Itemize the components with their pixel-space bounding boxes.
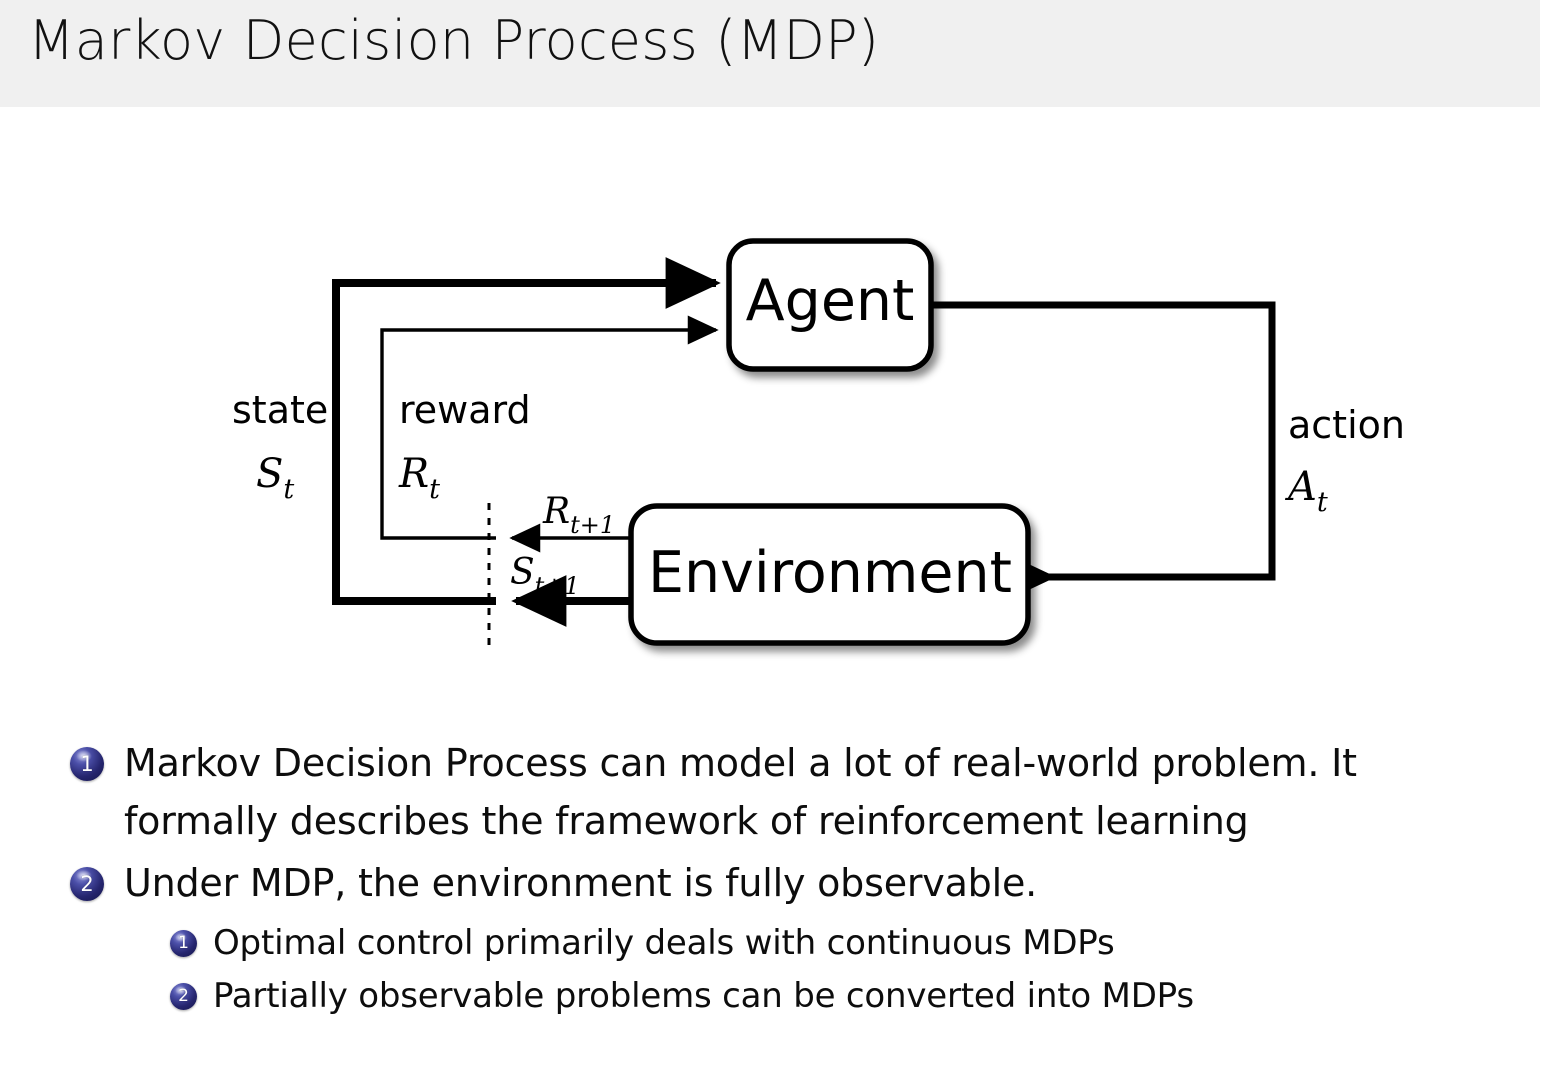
reward-feedback-path — [380, 315, 719, 540]
sub-list-item: 1 Optimal control primarily deals with c… — [0, 918, 1546, 969]
action-label-symbol: At — [1284, 464, 1328, 518]
bullet-marker-number: 1 — [80, 752, 94, 776]
reward-next-base: R — [542, 491, 570, 532]
sub-bullet-marker-number: 2 — [178, 986, 189, 1007]
state-next-subscript: t+1 — [535, 572, 580, 600]
reward-next-subscript: t+1 — [570, 511, 615, 539]
bullet-text-2: Under MDP, the environment is fully obse… — [124, 860, 1038, 905]
state-label-word: state — [232, 388, 328, 432]
bullet-marker-2: 2 — [70, 866, 104, 901]
sub-bullet-text-1: Optimal control primarily deals with con… — [213, 923, 1115, 964]
sub-bullet-marker-2: 2 — [170, 983, 197, 1011]
bullet-list: 1 Markov Decision Process can model a lo… — [0, 735, 1546, 1024]
reward-label-symbol: Rt — [398, 451, 440, 505]
list-item: 2 Under MDP, the environment is fully ob… — [0, 855, 1546, 913]
action-symbol-subscript: t — [1317, 487, 1328, 518]
environment-node[interactable]: Environment — [628, 503, 1031, 646]
agent-node[interactable]: Agent — [726, 238, 934, 372]
action-symbol-base: A — [1284, 464, 1317, 510]
agent-node-label: Agent — [746, 268, 915, 334]
state-symbol-subscript: t — [283, 474, 294, 505]
bullet-marker-number: 2 — [80, 871, 94, 896]
reward-next-label: Rt+1 — [542, 491, 615, 539]
slide-header-band: Markov Decision Process (MDP) — [0, 0, 1540, 107]
state-symbol-base: S — [256, 451, 283, 497]
state-feedback-path — [332, 257, 721, 605]
reward-label-word: reward — [399, 388, 531, 432]
state-label-symbol: St — [256, 451, 294, 505]
state-next-base: S — [510, 552, 535, 593]
sub-bullet-list: 1 Optimal control primarily deals with c… — [0, 918, 1546, 1022]
action-label-word: action — [1288, 403, 1405, 447]
sub-list-item: 2 Partially observable problems can be c… — [0, 971, 1546, 1022]
bullet-text-1-line1: Markov Decision Process can model a lot … — [124, 741, 1357, 785]
sub-bullet-marker-1: 1 — [170, 930, 197, 958]
page-title: Markov Decision Process (MDP) — [28, 9, 880, 72]
sub-bullet-text-2: Partially observable problems can be con… — [213, 976, 1194, 1017]
reward-symbol-subscript: t — [429, 474, 440, 505]
mdp-diagram: Agent Environment state St reward Rt act… — [0, 120, 1546, 720]
list-item: 1 Markov Decision Process can model a lo… — [0, 735, 1546, 851]
bullet-marker-1: 1 — [70, 747, 104, 781]
bullet-text-1-line2: formally describes the framework of rein… — [124, 798, 1249, 843]
action-path — [930, 301, 1276, 600]
environment-node-label: Environment — [648, 540, 1012, 606]
sub-bullet-marker-number: 1 — [178, 933, 189, 954]
agent-environment-loop-svg: Agent Environment state St reward Rt act… — [232, 238, 1405, 647]
bullet-text-1: Markov Decision Process can model a lot … — [124, 735, 1509, 851]
state-next-label: St+1 — [510, 552, 580, 600]
reward-symbol-base: R — [398, 451, 429, 497]
